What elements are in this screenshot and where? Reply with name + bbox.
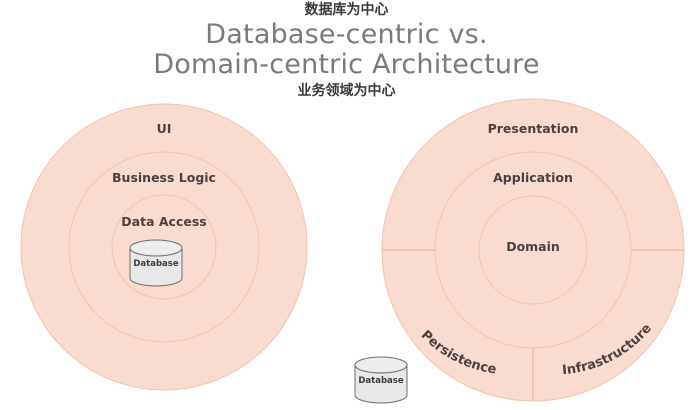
cylinder-label: Database (358, 376, 403, 386)
right-ring-label-presentation: Presentation (488, 121, 579, 136)
cylinder-top (354, 356, 408, 374)
cylinder-body (129, 247, 183, 287)
left-ring-label-business-logic: Business Logic (112, 170, 216, 185)
left-ring-label-data-access: Data Access (121, 214, 206, 229)
right-ring-domain (478, 195, 588, 305)
database-cylinder-bottom: Database (354, 356, 408, 404)
right-ring-label-domain: Domain (506, 239, 560, 254)
left-ring-label-ui: UI (157, 121, 172, 136)
cylinder-body (354, 364, 408, 404)
database-cylinder-left: Database (129, 239, 183, 287)
cylinder-label: Database (133, 259, 178, 269)
cylinder-top (129, 239, 183, 257)
left-circle-group: UI Business Logic Data Access Database (20, 103, 308, 391)
right-circle-group: Presentation Application Domain Persiste… (381, 98, 685, 402)
right-ring-label-application: Application (493, 170, 573, 185)
